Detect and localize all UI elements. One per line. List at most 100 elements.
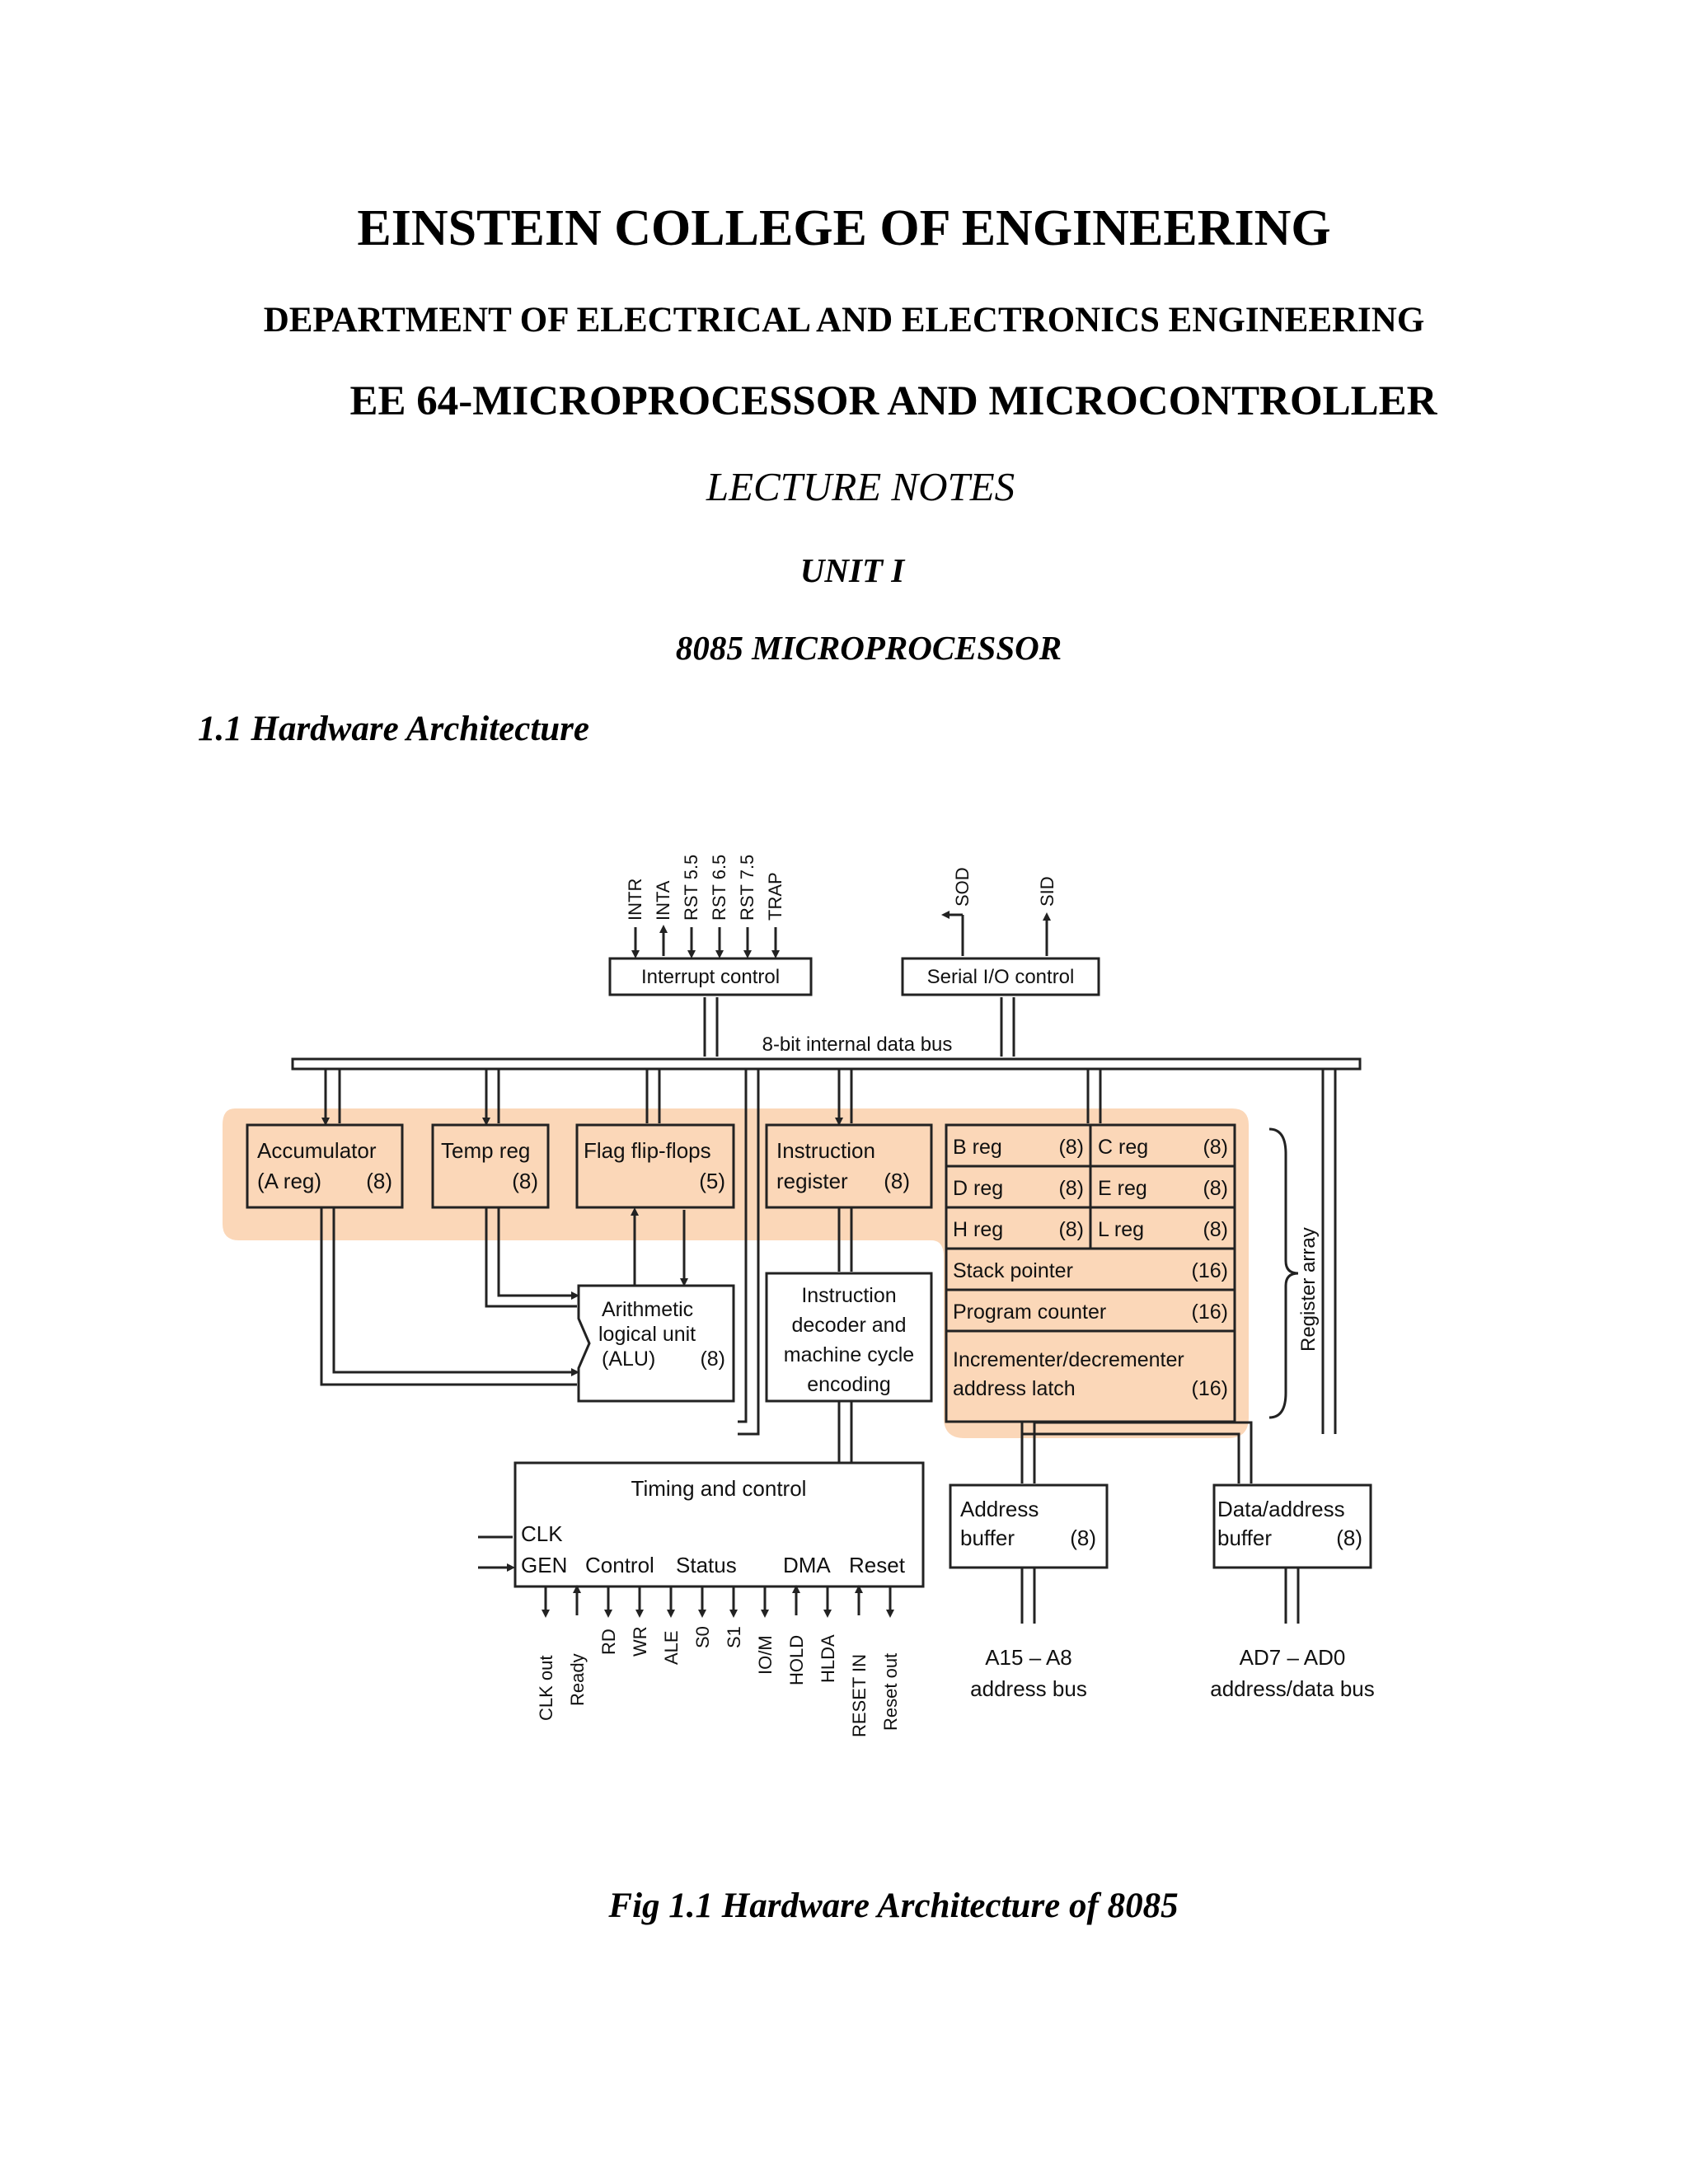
stack-pointer-size: (16) (1192, 1259, 1228, 1282)
reg-b-size: (8) (1058, 1136, 1084, 1159)
alu-box (577, 1284, 735, 1403)
data-buffer-box (1212, 1483, 1372, 1569)
reg-l-size: (8) (1203, 1218, 1228, 1241)
serial-io-label: Serial I/O control (927, 966, 1075, 988)
gen-label: GEN (521, 1553, 567, 1577)
course-title: EE 64-MICROPROCESSOR AND MICROCONTROLLER (349, 378, 1437, 424)
reg-l: L reg (1098, 1218, 1144, 1241)
pin-rd: RD (598, 1629, 619, 1655)
register-array-label: Register array (1297, 1227, 1320, 1352)
temp-reg-size: (8) (512, 1169, 538, 1193)
temp-reg-box (431, 1123, 550, 1209)
pin-s0: S0 (692, 1626, 713, 1648)
reg-c-size: (8) (1203, 1136, 1228, 1159)
pin-reset-in: RESET IN (849, 1654, 870, 1737)
pin-rst65: RST 6.5 (709, 855, 729, 921)
instruction-register-box (765, 1123, 933, 1209)
decoder-line-3: machine cycle (784, 1343, 914, 1366)
reg-d: D reg (953, 1177, 1003, 1200)
timing-control-box (513, 1461, 925, 1588)
decoder-line-1: Instruction (801, 1284, 896, 1307)
department-name: DEPARTMENT OF ELECTRICAL AND ELECTRONICS… (263, 301, 1425, 340)
timing-pins: CLK out Ready RD WR ALE S0 S1 IO/M HOLD … (536, 1585, 901, 1737)
incrementer-size: (16) (1192, 1377, 1228, 1400)
pin-s1: S1 (724, 1626, 744, 1648)
data-bus-range: AD7 – AD0 (1240, 1645, 1346, 1670)
data-buffer-sub: buffer (1217, 1526, 1272, 1550)
pin-wr: WR (630, 1626, 650, 1657)
internal-bus-label: 8-bit internal data bus (762, 1033, 953, 1056)
accumulator-box (246, 1123, 404, 1209)
internal-data-bus (291, 1057, 1362, 1071)
address-latch: address latch (953, 1377, 1076, 1400)
flag-flipflops-size: (5) (699, 1169, 725, 1193)
timing-control-title: Timing and control (631, 1476, 807, 1501)
reg-e-size: (8) (1203, 1177, 1228, 1200)
architecture-diagram: INTR INTA RST 5.5 RST 6.5 RST 7.5 TRAP I… (223, 855, 1375, 1737)
accumulator-sub: (A reg) (257, 1169, 321, 1193)
pin-rst75: RST 7.5 (737, 855, 757, 921)
address-buffer-sub: buffer (960, 1526, 1015, 1550)
temp-reg-label: Temp reg (441, 1138, 530, 1163)
topic-title: 8085 MICROPROCESSOR (675, 629, 1062, 667)
address-buffer-label: Address (960, 1497, 1039, 1521)
incrementer: Incrementer/decrementer (953, 1348, 1184, 1371)
alu-label-1: Arithmetic (602, 1298, 693, 1321)
decoder-line-2: decoder and (791, 1314, 906, 1337)
program-counter: Program counter (953, 1301, 1106, 1324)
decoder-line-4: encoding (807, 1373, 890, 1396)
data-buffer-size: (8) (1336, 1526, 1362, 1550)
address-buffer-box (949, 1483, 1109, 1569)
status-label: Status (676, 1553, 737, 1577)
serial-io-box (901, 957, 1100, 996)
instruction-register-label: Instruction (776, 1138, 875, 1163)
pin-ale: ALE (661, 1630, 682, 1665)
stack-pointer: Stack pointer (953, 1259, 1073, 1282)
flag-flipflops-box (575, 1123, 735, 1209)
address-buffer-size: (8) (1070, 1526, 1096, 1550)
pin-trap: TRAP (765, 872, 785, 921)
unit-title: UNIT I (799, 551, 905, 589)
pin-io-m: IO/M (755, 1635, 776, 1675)
instruction-register-size: (8) (884, 1169, 910, 1193)
reg-c: C reg (1098, 1136, 1148, 1159)
control-label: Control (585, 1553, 654, 1577)
reset-label: Reset (849, 1553, 906, 1577)
alu-label-2: logical unit (598, 1323, 696, 1346)
pin-sid: SID (1037, 876, 1057, 907)
pin-hold: HOLD (786, 1635, 807, 1685)
pin-ready: Ready (567, 1653, 588, 1706)
address-bus-range: A15 – A8 (985, 1645, 1072, 1670)
pin-clk-out: CLK out (536, 1656, 556, 1722)
decoder-box (765, 1272, 933, 1403)
interrupt-pins: INTR INTA RST 5.5 RST 6.5 RST 7.5 TRAP (625, 855, 785, 958)
college-name: EINSTEIN COLLEGE OF ENGINEERING (357, 200, 1331, 256)
reg-d-size: (8) (1058, 1177, 1084, 1200)
program-counter-size: (16) (1192, 1301, 1228, 1324)
reg-e: E reg (1098, 1177, 1147, 1200)
data-bus-label: address/data bus (1210, 1676, 1374, 1701)
section-heading: 1.1 Hardware Architecture (198, 710, 589, 748)
doc-type: LECTURE NOTES (706, 464, 1015, 509)
data-buffer-label: Data/address (1217, 1497, 1345, 1521)
pin-hlda: HLDA (818, 1634, 838, 1683)
interrupt-control-box (608, 957, 813, 996)
accumulator-size: (8) (366, 1169, 392, 1193)
reg-h-size: (8) (1058, 1218, 1084, 1241)
reg-h: H reg (953, 1218, 1003, 1241)
instruction-register-sub: register (776, 1169, 848, 1193)
pin-intr: INTR (625, 879, 645, 921)
register-array-brace (1268, 1127, 1299, 1419)
alu-size: (8) (700, 1347, 725, 1371)
dma-label: DMA (783, 1553, 831, 1577)
alu-label-3: (ALU) (602, 1347, 655, 1371)
pin-rst55: RST 5.5 (681, 855, 701, 921)
pin-sod: SOD (952, 867, 973, 907)
pin-inta: INTA (653, 880, 673, 921)
interrupt-control-label: Interrupt control (641, 966, 780, 988)
accumulator-label: Accumulator (257, 1138, 377, 1163)
reg-b: B reg (953, 1136, 1002, 1159)
figure-caption: Fig 1.1 Hardware Architecture of 8085 (608, 1886, 1179, 1925)
clk-label: CLK (521, 1521, 563, 1546)
address-bus-label: address bus (970, 1676, 1087, 1701)
